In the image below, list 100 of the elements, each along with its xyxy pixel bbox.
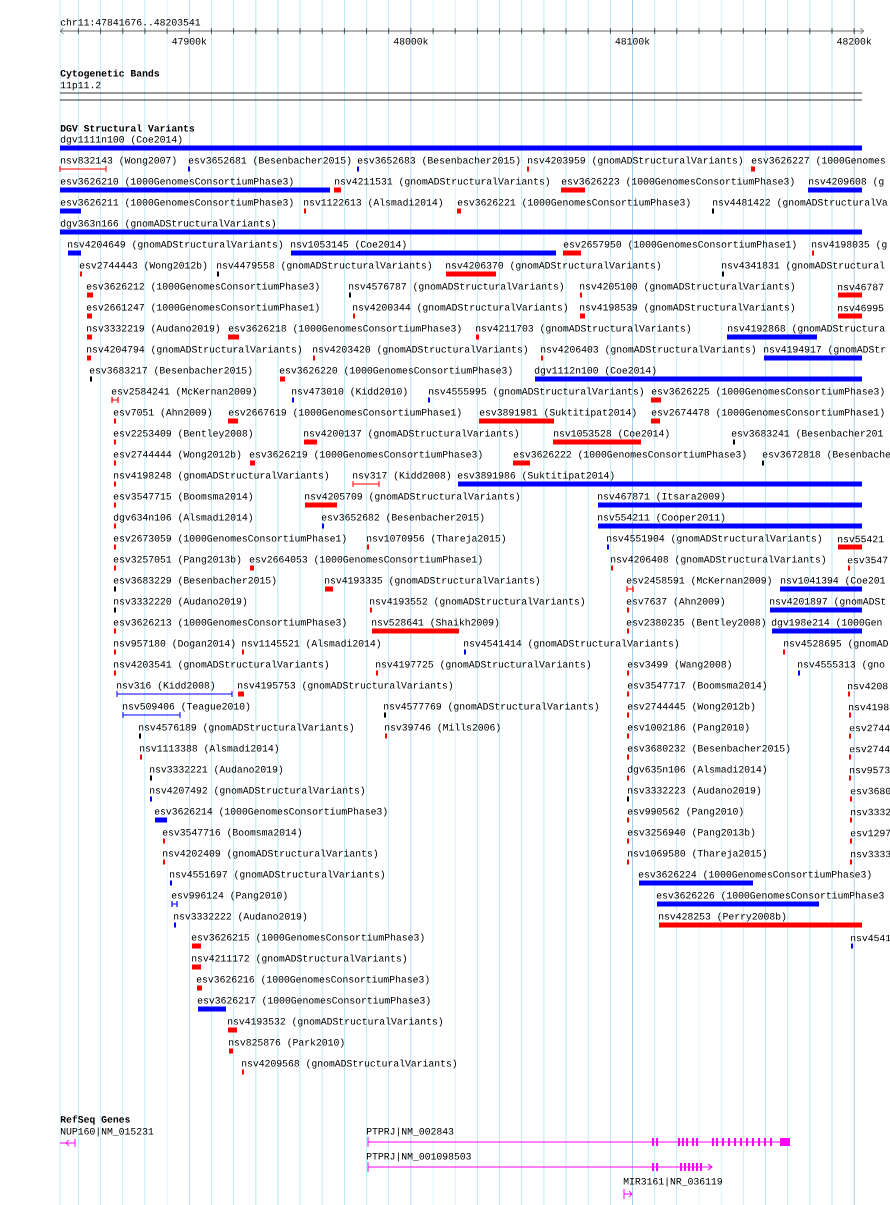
variant-label: esv3257051 (Pang2013b) [113,555,241,565]
variant-label: nsv3333 [851,850,890,858]
track-title: RefSeq Genes [60,1115,130,1125]
variant-label: esv2657950 (1000GenomesConsortiumPhase1) [563,240,796,250]
variant-label: esv3626225 (1000GenomesConsortiumPhase3) [651,387,884,397]
variant-label: nsv1070956 (Thareja2015) [367,534,505,544]
scale-label: 48000k [393,37,428,45]
variant-label: esv7051 (Ahn2009) [113,408,211,418]
variant-label: nsv4204649 (gnomADStructuralVariants) [68,240,282,250]
variant-label: nsv825876 (Park2010) [229,1038,344,1048]
variant-label: esv3626220 (1000GenomesConsortiumPhase3) [279,366,512,376]
variant-label: nsv4341831 (gnomADStructural [722,261,885,271]
variant-label: esv3683217 (Besenbacher2015) [89,366,252,376]
variant-label: nsv4551697 (gnomADStructuralVariants) [170,870,384,880]
variant-label: nsv316 (Kidd2008) [117,681,214,691]
variant-label: nsv1041394 (Coe201 [781,576,886,586]
variant-label: esv2253409 (Bentley2008) [113,429,252,439]
variant-label: nsv4201897 (gnomADSt [770,597,886,607]
variant-label: nsv1122613 (Alsmadi2014) [304,198,442,208]
variant-label: nsv4193552 (gnomADStructuralVariants) [370,597,584,607]
variant-label: esv3626226 (1000GenomesConsortiumPhase3 [656,891,884,901]
gene-label: MIR3161|NR_036119 [623,1177,722,1187]
variant-label: nsv4198 [849,703,889,711]
variant-label: dgv634n106 (Alsmadi2014) [113,513,252,523]
variant-label: esv3626223 (1000GenomesConsortiumPhase3) [561,177,794,187]
variant-label: esv3626217 (1000GenomesConsortiumPhase3) [197,996,430,1006]
variant-label: nsv528641 (Shaikh2009) [372,618,499,628]
variant-label: dgv363n166 (gnomADStructuralVariants) [60,219,275,229]
variant-label: nsv1053145 (Coe2014) [291,240,406,250]
variant-label: esv3626219 (1000GenomesConsortiumPhase3) [249,450,482,460]
gene-label: PTPRJ|NM_002843 [366,1127,454,1137]
variant-label: dgv198e214 (1000Gen [771,618,882,628]
variant-label: esv2744445 (Wong2012b) [627,702,755,712]
scale-label: 48100k [615,37,650,45]
variant-label: esv996124 (Pang2010) [171,891,287,901]
variant-label: esv2661247 (1000GenomesConsortiumPhase1) [86,303,319,313]
variant-label: nsv428253 (Perry2008b) [659,912,786,922]
variant-label: nsv4211531 (gnomADStructuralVariants) [335,177,549,187]
variant-label: esv3626218 (1000GenomesConsortiumPhase3) [228,324,461,334]
variant-label: esv2744 [849,745,890,753]
variant-label: nsv39746 (Mills2006) [385,723,500,733]
variant-label: nsv4192868 (gnomADStructura [728,324,885,334]
variant-label: esv2664053 (1000GenomesConsortiumPhase1) [249,555,482,565]
variant-label: nsv4194917 (gnomADStr [764,345,886,355]
variant-label: nsv4551904 (gnomADStructuralVariants) [607,534,821,544]
track-title: Cytogenetic Bands [60,69,160,79]
variant-label: nsv1113388 (Alsmadi2014) [140,744,278,754]
position-label: chr11:47841676..48203541 [60,18,201,26]
variant-label: nsv832143 (Wong2007) [61,156,176,166]
variant-label: nsv4481422 (gnomADStructuralVa [713,198,888,208]
variant-label: nsv9573 [850,766,890,774]
variant-label: nsv317 (Kidd2008) [353,471,450,481]
gene-label: PTPRJ|NM_001098503 [366,1152,471,1162]
scale-label: 48200k [837,37,872,45]
variant-label: esv2674478 (1000GenomesConsortiumPhase1) [651,408,884,418]
variant-label: dgv635n106 (Alsmadi2014) [627,765,766,775]
variant-label: esv3547716 (Boomsma2014) [162,828,301,838]
variant-label: nsv4577769 (gnomADStructuralVariants) [384,702,598,712]
variant-label: nsv4555995 (gnomADStructuralVariants) [429,387,643,397]
variant-label: nsv957180 (Dogan2014) [114,639,235,649]
variant-label: esv1297 [850,829,890,837]
variant-label: esv3626227 (1000Genomes [751,156,885,166]
variant-label: nsv3332223 (Audano2019) [628,786,761,796]
variant-label: nsv4209608 (g [809,177,884,187]
variant-label: nsv4209568 (gnomADStructuralVariants) [242,1059,456,1069]
variant-label: nsv4193532 (gnomADStructuralVariants) [228,1017,442,1027]
variant-label: esv1002186 (Pang2010) [627,723,749,733]
variant-label: esv3626222 (1000GenomesConsortiumPhase3) [513,450,746,460]
variant-label: esv7637 (Ahn2009) [626,597,724,607]
variant-label: nsv554211 (Cooper2011) [598,513,725,523]
variant-label: esv3680 [850,787,890,795]
variant-label: esv3626221 (1000GenomesConsortiumPhase3) [457,198,690,208]
variant-label: esv2584241 (McKernan2009) [111,387,256,397]
variant-label: nsv46787 [838,283,884,291]
variant-label: nsv4203541 (gnomADStructuralVariants) [114,660,328,670]
variant-label: nsv4528695 (gnomAD [784,639,888,649]
variant-label: nsv4200137 (gnomADStructuralVariants) [304,429,518,439]
variant-label: esv3626224 (1000GenomesConsortiumPhase3) [638,870,871,880]
track-title: DGV Structural Variants [60,124,195,132]
variant-label: nsv4207492 (gnomADStructuralVariants) [150,786,364,796]
variant-label: nsv4198248 (gnomADStructuralVariants) [114,471,328,481]
variant-label: esv3547 [847,556,888,564]
variant-label: nsv46995 [838,304,884,312]
variant-label: esv3547715 (Boomsma2014) [113,492,252,502]
variant-label: esv2458591 (McKernan2009) [626,576,771,586]
variant-label: nsv4206370 (gnomADStructuralVariants) [446,261,660,271]
variant-label: nsv1145521 (Alsmadi2014) [242,639,380,649]
variant-label: nsv467871 (Itsara2009) [598,492,725,502]
variant-label: esv3626213 (1000GenomesConsortiumPhase3) [113,618,346,628]
variant-label: nsv4198035 (g [812,240,887,250]
variant-label: nsv473010 (Kidd2010) [292,387,407,397]
variant-label: nsv4203959 (gnomADStructuralVariants) [528,156,742,166]
variant-label: esv2744 [849,724,890,732]
variant-label: nsv4197725 (gnomADStructuralVariants) [376,660,590,670]
band-label: 11p11.2 [60,81,101,91]
variant-label: esv3683229 (Besenbacher2015) [113,576,276,586]
variant-label: nsv4198539 (gnomADStructuralVariants) [580,303,794,313]
variant-label: esv3547717 (Boomsma2014) [627,681,766,691]
variant-label: nsv4576189 (gnomADStructuralVariants) [139,723,353,733]
variant-label: nsv4576787 (gnomADStructuralVariants) [349,282,563,292]
